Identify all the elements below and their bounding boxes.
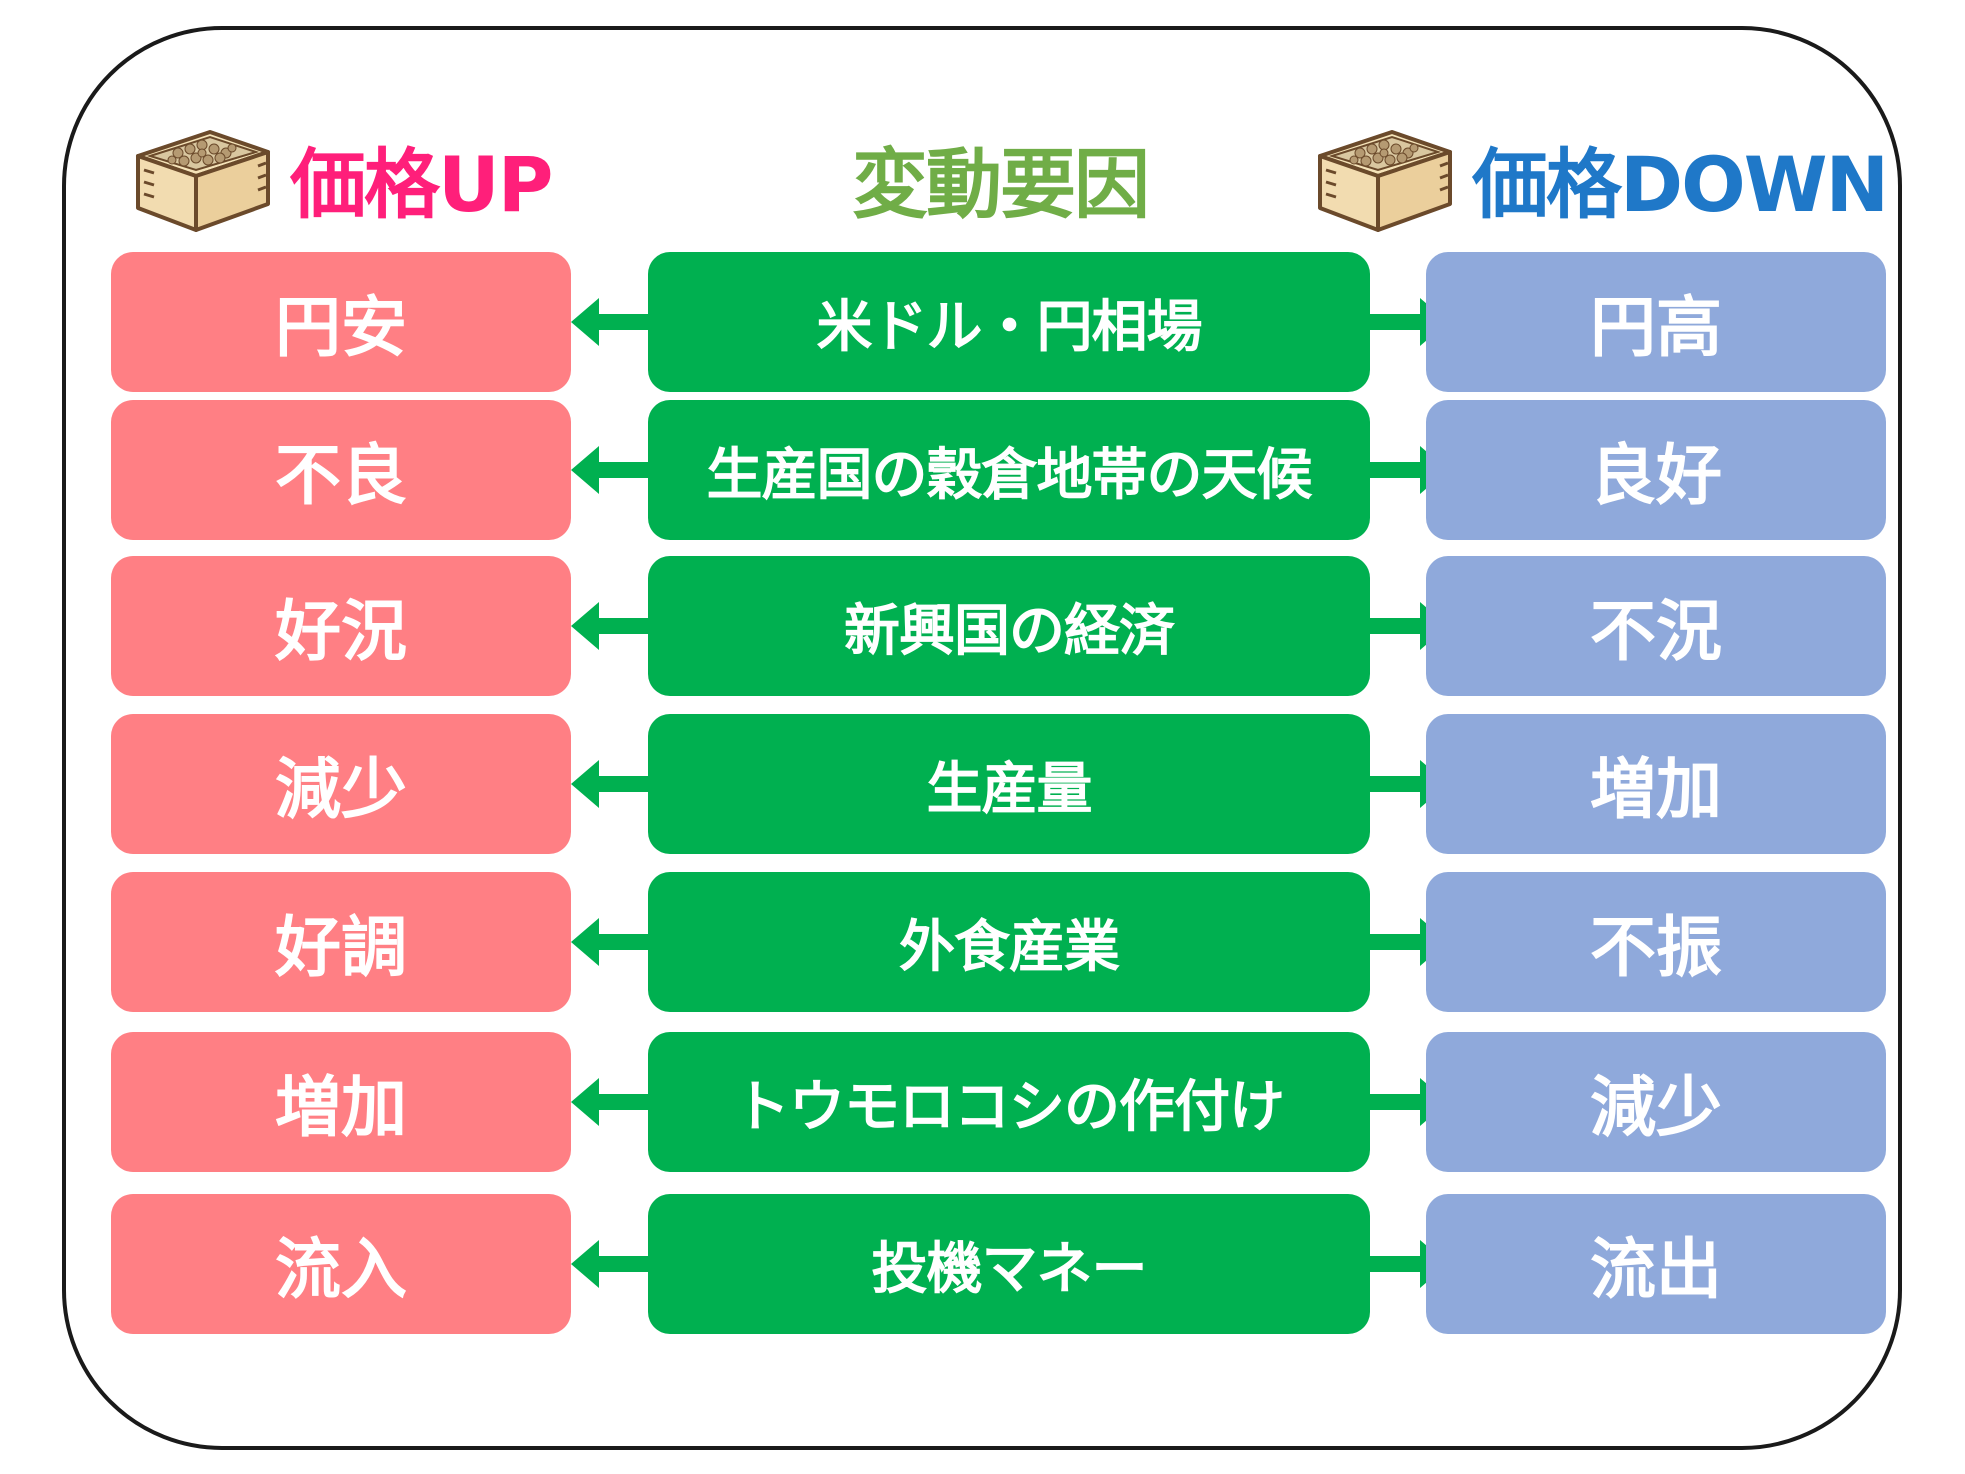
price-down-effect: 不況	[1426, 556, 1886, 696]
left-arrow-icon	[571, 446, 651, 494]
factor-label: 米ドル・円相場	[648, 252, 1370, 392]
price-down-effect: 良好	[1426, 400, 1886, 540]
left-arrow-icon	[571, 602, 651, 650]
factor-label: 生産国の穀倉地帯の天候	[648, 400, 1370, 540]
header-factor: 変動要因	[820, 118, 1180, 238]
price-down-effect: 増加	[1426, 714, 1886, 854]
rice-masu-icon	[1318, 130, 1452, 232]
header-price-down: 価格DOWN	[1300, 118, 1889, 238]
factor-row: 好調 外食産業 不振	[0, 872, 1965, 1012]
factor-label: 新興国の経済	[648, 556, 1370, 696]
factor-row: 増加 トウモロコシの作付け 減少	[0, 1032, 1965, 1172]
factor-row: 好況 新興国の経済 不況	[0, 556, 1965, 696]
price-up-effect: 増加	[111, 1032, 571, 1172]
price-down-effect: 不振	[1426, 872, 1886, 1012]
price-up-effect: 減少	[111, 714, 571, 854]
price-down-effect: 減少	[1426, 1032, 1886, 1172]
left-arrow-icon	[571, 760, 651, 808]
price-down-effect: 円高	[1426, 252, 1886, 392]
price-up-effect: 好況	[111, 556, 571, 696]
factor-row: 円安 米ドル・円相場 円高	[0, 252, 1965, 392]
price-up-effect: 不良	[111, 400, 571, 540]
price-up-effect: 流入	[111, 1194, 571, 1334]
left-arrow-icon	[571, 298, 651, 346]
header-factor-label: 変動要因	[852, 140, 1150, 229]
price-up-effect: 円安	[111, 252, 571, 392]
price-up-effect: 好調	[111, 872, 571, 1012]
factor-row: 不良 生産国の穀倉地帯の天候 良好	[0, 400, 1965, 540]
factor-label: 投機マネー	[648, 1194, 1370, 1334]
factor-label: トウモロコシの作付け	[648, 1032, 1370, 1172]
left-arrow-icon	[571, 1078, 651, 1126]
factor-row: 減少 生産量 増加	[0, 714, 1965, 854]
price-down-effect: 流出	[1426, 1194, 1886, 1334]
header-up-label: 価格UP	[290, 140, 553, 229]
rice-masu-icon	[136, 130, 270, 232]
header-price-up: 価格UP	[118, 118, 553, 238]
left-arrow-icon	[571, 918, 651, 966]
factor-label: 生産量	[648, 714, 1370, 854]
left-arrow-icon	[571, 1240, 651, 1288]
factor-label: 外食産業	[648, 872, 1370, 1012]
factor-row: 流入 投機マネー 流出	[0, 1194, 1965, 1334]
header-down-label: 価格DOWN	[1472, 140, 1889, 229]
